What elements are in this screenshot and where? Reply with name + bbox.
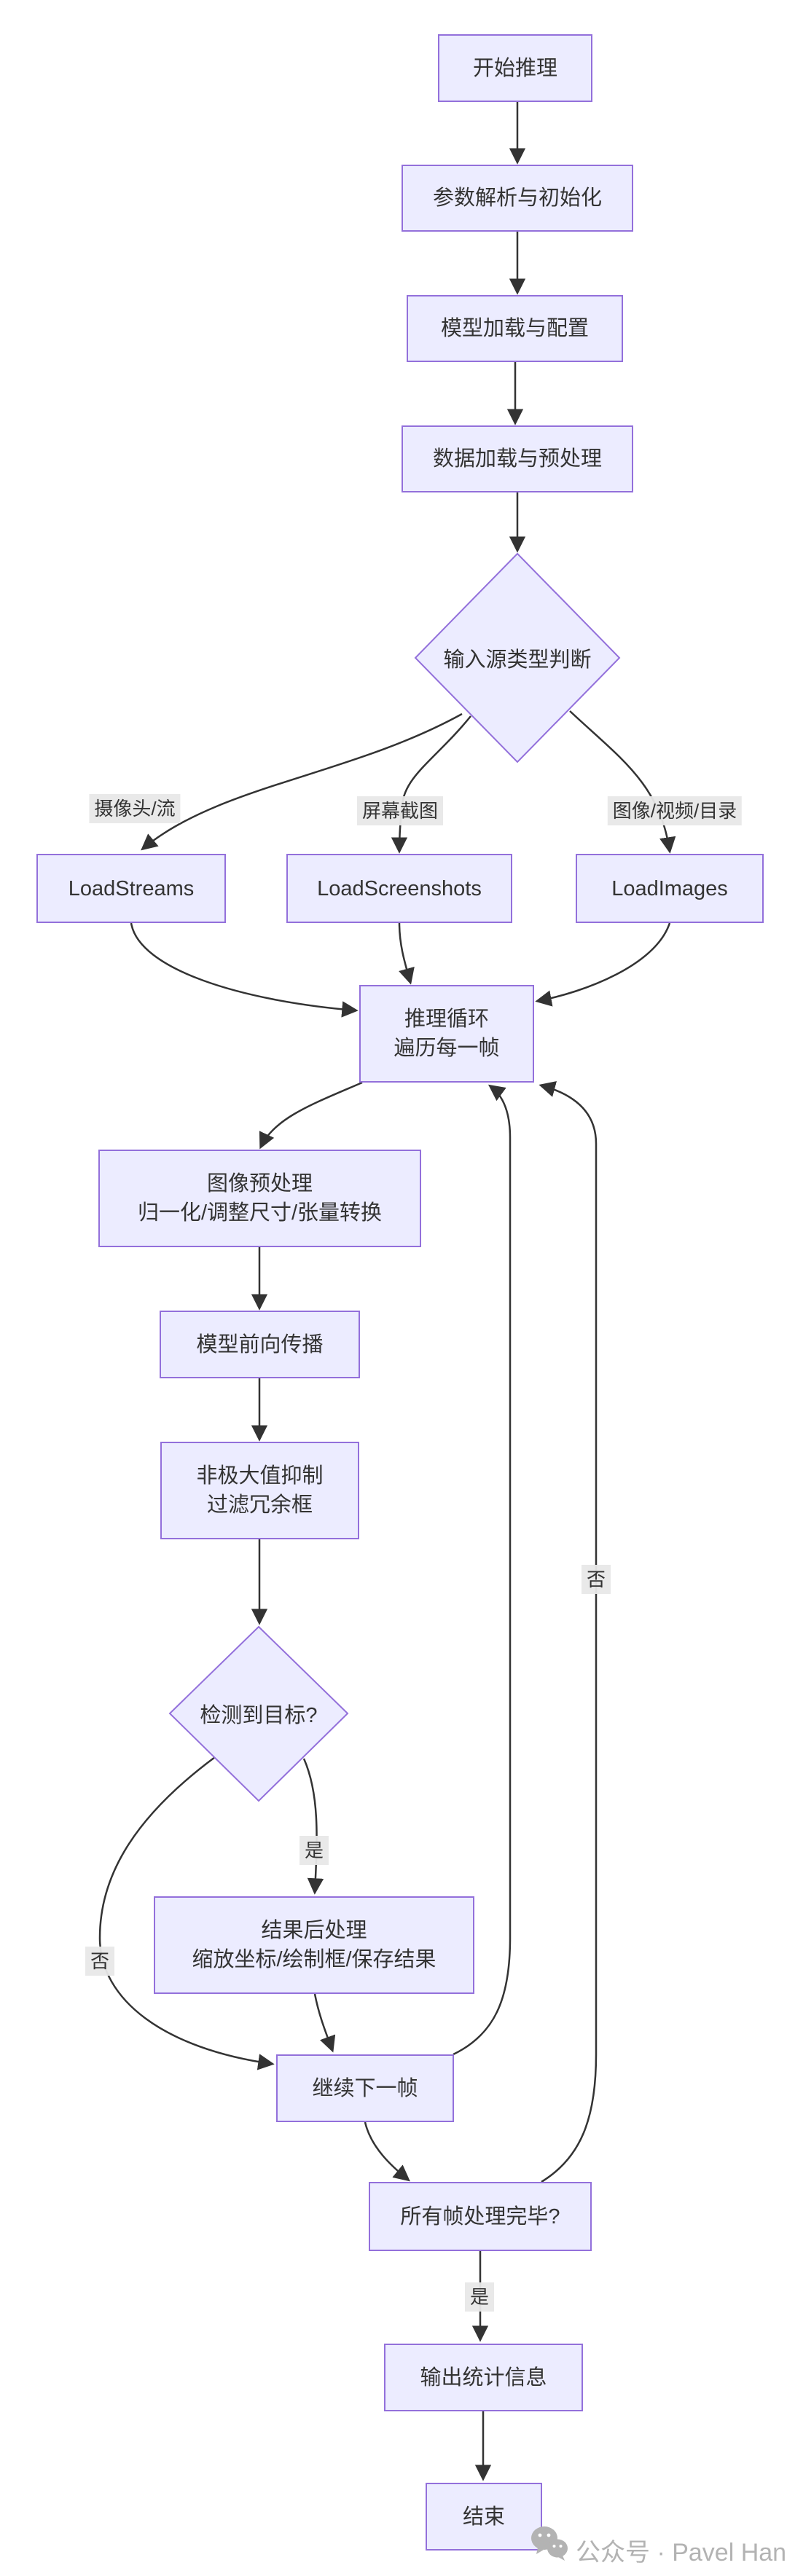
edge-allframes-loop-no (539, 1081, 598, 2183)
node-load-screenshots: LoadScreenshots (286, 854, 512, 923)
node-preprocess-line2: 归一化/调整尺寸/张量转换 (137, 1201, 383, 1225)
edge-loadimages-loop (535, 922, 671, 1007)
node-end-label: 结束 (462, 2505, 505, 2529)
edge-nextframe-loop (453, 1084, 512, 2056)
decision-source-type (414, 552, 621, 763)
node-postprocess: 结果后处理 缩放坐标/绘制框/保存结果 (154, 1896, 474, 1994)
edge-loop-preprocess (259, 1081, 363, 1150)
node-all-frames-done-label: 所有帧处理完毕? (400, 2204, 560, 2229)
node-data-load-label: 数据加载与预处理 (432, 447, 602, 471)
node-model-load: 模型加载与配置 (407, 295, 623, 362)
edge-label-detected-no: 否 (85, 1947, 115, 1976)
node-preprocess: 图像预处理 归一化/调整尺寸/张量转换 (98, 1150, 421, 1247)
edge-sourcetype-loadscreenshots (391, 715, 471, 854)
node-infer-loop: 推理循环 遍历每一帧 (359, 985, 534, 1083)
node-postprocess-line2: 缩放坐标/绘制框/保存结果 (192, 1948, 436, 1971)
node-load-streams: LoadStreams (36, 854, 226, 923)
node-data-load: 数据加载与预处理 (402, 425, 633, 492)
node-model-load-label: 模型加载与配置 (440, 317, 589, 340)
node-end: 结束 (426, 2483, 542, 2551)
edge-nextframe-allframes (364, 2121, 410, 2182)
node-next-frame-label: 继续下一帧 (312, 2076, 418, 2100)
edge-postprocess-nextframe (313, 1993, 336, 2053)
decision-source-type-label: 输入源类型判断 (443, 648, 592, 672)
decision-detected-label: 检测到目标? (200, 1704, 318, 1727)
node-load-screenshots-label: LoadScreenshots (317, 876, 482, 900)
edge-sourcetype-loadimages (569, 710, 676, 854)
node-start: 开始推理 (438, 34, 592, 102)
edge-detected-postprocess-yes (302, 1758, 324, 1895)
edge-label-frames-no: 否 (581, 1565, 611, 1594)
edge-label-image-video-dir: 图像/视频/目录 (607, 796, 743, 825)
node-infer-loop-line1: 推理循环 (404, 1008, 489, 1031)
node-init-label: 参数解析与初始化 (432, 186, 602, 210)
edge-detected-nextframe-no (98, 1756, 275, 2070)
edge-label-frames-yes: 是 (464, 2282, 495, 2312)
node-output-stats: 输出统计信息 (384, 2344, 583, 2411)
node-preprocess-line1: 图像预处理 (206, 1172, 313, 1195)
node-forward: 模型前向传播 (160, 1311, 360, 1378)
node-init: 参数解析与初始化 (402, 165, 633, 232)
edge-label-detected-yes: 是 (299, 1836, 329, 1865)
edge-label-camera-stream: 摄像头/流 (89, 794, 181, 823)
node-load-streams-label: LoadStreams (68, 876, 195, 900)
node-nms-line2: 过滤冗余框 (206, 1493, 313, 1517)
wechat-icon (531, 2526, 568, 2561)
edge-sourcetype-loadstreams (141, 712, 463, 851)
node-all-frames-done: 所有帧处理完毕? (369, 2182, 592, 2251)
edge-loadstreams-loop (130, 922, 359, 1018)
node-postprocess-line1: 结果后处理 (261, 1919, 367, 1942)
decision-detected (168, 1625, 349, 1802)
edge-label-screen-capture: 屏幕截图 (356, 796, 444, 825)
node-nms-line1: 非极大值抑制 (196, 1464, 324, 1488)
node-forward-label: 模型前向传播 (196, 1332, 324, 1356)
node-load-images-label: LoadImages (611, 876, 728, 900)
node-nms: 非极大值抑制 过滤冗余框 (160, 1442, 359, 1539)
node-output-stats-label: 输出统计信息 (420, 2365, 547, 2390)
edge-loadscreenshots-loop (398, 922, 415, 985)
node-load-images: LoadImages (576, 854, 764, 923)
node-infer-loop-line2: 遍历每一帧 (394, 1037, 500, 1060)
node-next-frame: 继续下一帧 (276, 2054, 454, 2122)
node-start-label: 开始推理 (472, 56, 557, 80)
watermark-text: 公众号 · Pavel Han (576, 2539, 787, 2567)
